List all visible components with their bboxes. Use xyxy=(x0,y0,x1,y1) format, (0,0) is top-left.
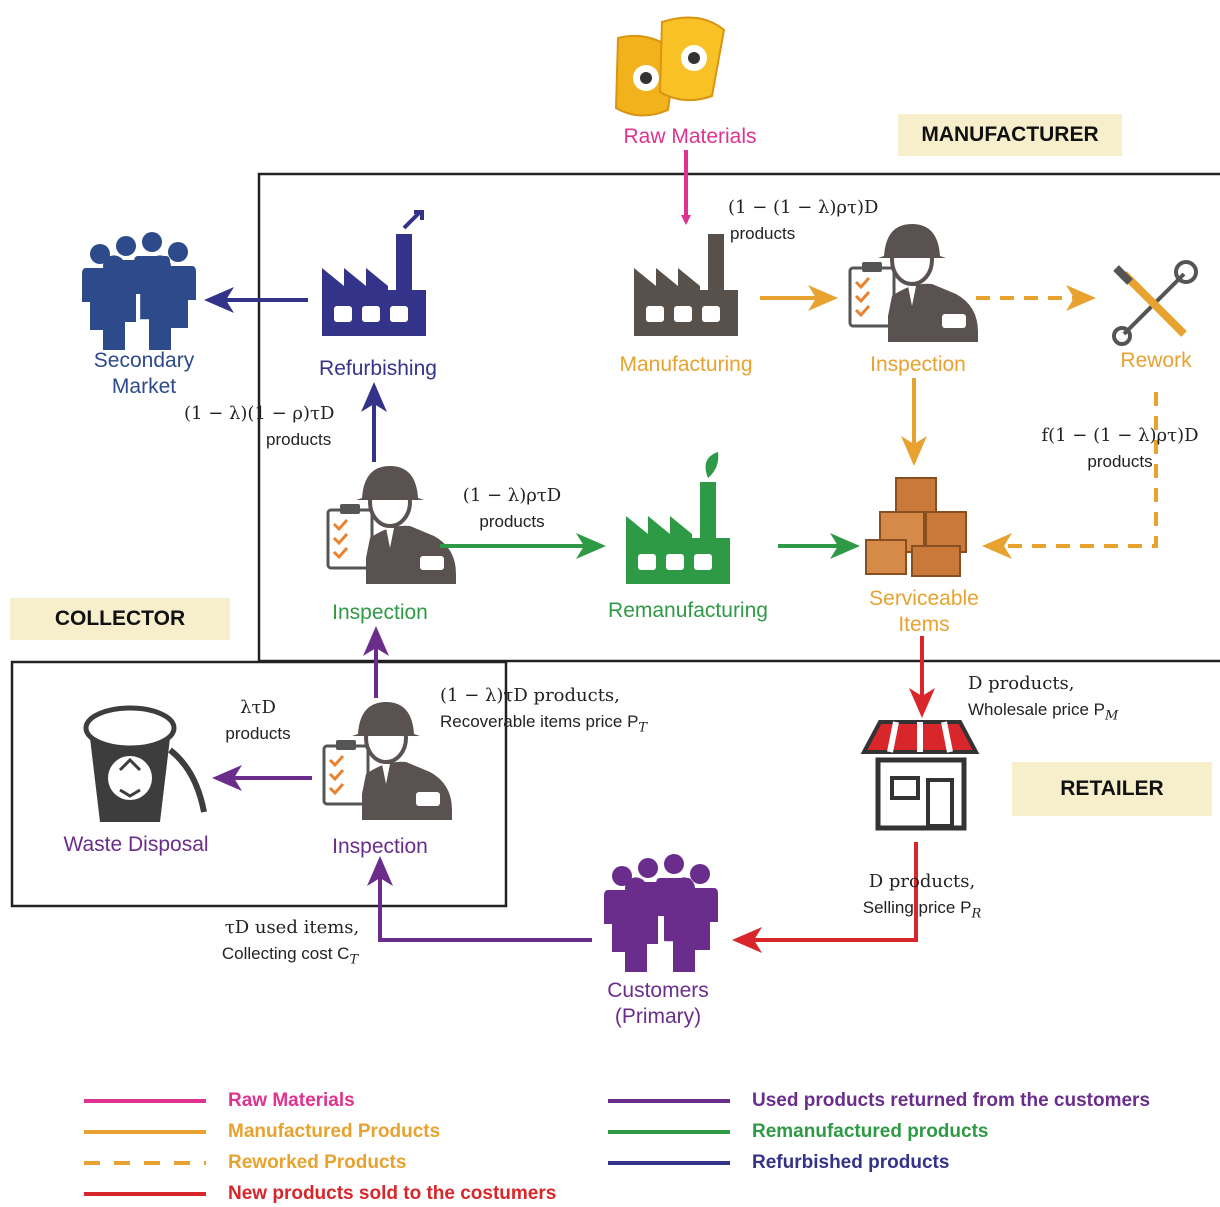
arrow-retailer-to-customers xyxy=(732,842,918,953)
legend-label-returned: Used products returned from the customer… xyxy=(752,1090,1151,1111)
recover-price-text: Recoverable items price P xyxy=(440,712,639,731)
legend-swatches xyxy=(84,1099,730,1196)
factory-icon xyxy=(322,210,426,336)
legend-label-refurb: Refurbished products xyxy=(752,1152,950,1173)
wholesale-price: Wholesale price PM xyxy=(968,698,1118,728)
reman-unit: products xyxy=(479,512,545,531)
inspection-collector-label: Inspection xyxy=(332,835,428,858)
selling-price-text: Selling price P xyxy=(862,898,972,917)
legend-label-reworked: Reworked Products xyxy=(228,1152,407,1173)
refurb-unit: products xyxy=(266,430,332,449)
refurbishing-label: Refurbishing xyxy=(319,357,437,380)
people-group-icon xyxy=(82,232,196,350)
secondary-market-label-2: Market xyxy=(111,375,177,398)
factory-icon xyxy=(626,452,730,584)
arrow-customers-to-inspection xyxy=(367,856,592,942)
waste-unit: products xyxy=(225,724,291,743)
legend-label-reman: Remanufactured products xyxy=(752,1121,989,1142)
collect-cost: Collecting cost CT xyxy=(222,942,358,972)
inspection-mfg-label: Inspection xyxy=(870,353,966,376)
collector-tag: COLLECTOR xyxy=(10,598,230,640)
selling-price-sub: R xyxy=(971,906,982,922)
legend-label-new-sold: New products sold to the costumers xyxy=(228,1183,557,1204)
wholesale-qty: D products, xyxy=(968,673,1075,694)
serviceable-items-label-1: Serviceable xyxy=(869,587,979,610)
raw-to-mfg-unit: products xyxy=(730,224,796,243)
selling-price: Selling price PR xyxy=(863,896,981,926)
recycle-bin-icon xyxy=(83,705,207,822)
secondary-market-label-1: Secondary xyxy=(93,349,195,372)
raw-material-bags-icon xyxy=(614,16,726,117)
collect-cost-sub: T xyxy=(349,952,359,968)
remanufacturing-label: Remanufacturing xyxy=(608,599,768,622)
recover-price: Recoverable items price PT xyxy=(440,710,647,740)
factory-icon xyxy=(634,234,738,336)
selling-qty: D products, xyxy=(868,871,976,892)
wholesale-price-sub: M xyxy=(1105,708,1119,724)
waste-disposal-label: Waste Disposal xyxy=(63,833,209,856)
boxes-icon xyxy=(865,477,967,577)
wrench-screwdriver-icon xyxy=(1112,260,1198,346)
rework-label: Rework xyxy=(1120,349,1192,372)
customers-label-2: (Primary) xyxy=(614,1005,702,1028)
recover-price-sub: T xyxy=(638,720,648,736)
raw-to-mfg-formula: (1 − (1 − λ)ρτ)D xyxy=(728,197,879,218)
collect-qty: τD used items, xyxy=(224,917,360,938)
serviceable-items-label-2: Items xyxy=(898,613,950,636)
legend-label-raw: Raw Materials xyxy=(228,1090,355,1111)
arrow-rework-to-serviceable xyxy=(982,392,1158,559)
inspector-icon xyxy=(322,700,454,822)
collector-box xyxy=(10,660,508,908)
manufacturer-box xyxy=(257,172,1220,663)
wholesale-price-text: Wholesale price P xyxy=(968,700,1106,719)
manufacturer-tag: MANUFACTURER xyxy=(898,114,1122,156)
store-icon xyxy=(860,720,980,831)
rework-unit: products xyxy=(1087,452,1153,471)
legend-label-manufactured: Manufactured Products xyxy=(228,1121,441,1142)
inspection-reman-label: Inspection xyxy=(332,601,428,624)
inspector-icon xyxy=(848,222,980,344)
inspector-icon xyxy=(326,464,458,586)
people-group-icon xyxy=(604,854,718,972)
manufacturing-label: Manufacturing xyxy=(619,353,753,376)
retailer-tag: RETAILER xyxy=(1012,762,1212,816)
recover-formula: (1 − λ)τD products, xyxy=(440,685,620,706)
reman-formula: (1 − λ)ρτD xyxy=(462,485,562,506)
raw-materials-label: Raw Materials xyxy=(623,125,757,148)
rework-formula: f(1 − (1 − λ)ρτ)D xyxy=(1041,425,1199,446)
refurb-formula: (1 − λ)(1 − ρ)τD xyxy=(184,403,335,424)
collect-cost-text: Collecting cost C xyxy=(221,944,350,963)
customers-label-1: Customers xyxy=(607,979,709,1002)
waste-formula: λτD xyxy=(240,697,276,718)
